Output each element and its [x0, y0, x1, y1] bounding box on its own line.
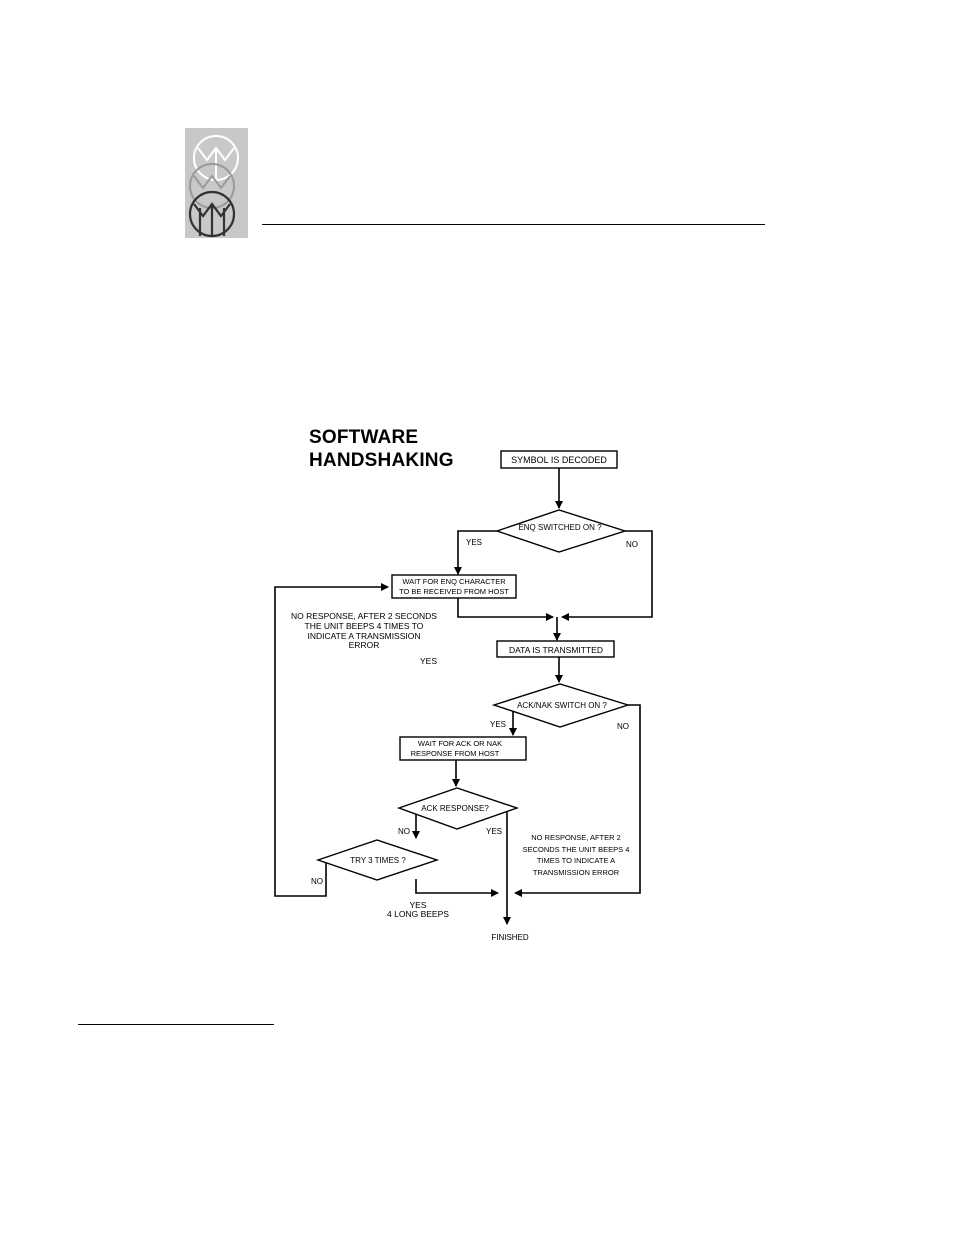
connectors [274, 468, 653, 925]
logo [185, 128, 248, 238]
label-response-yes: YES [486, 827, 502, 836]
label-try-yes: YES [409, 900, 426, 910]
node-ack-label: ACK/NAK SWITCH ON ? [517, 701, 607, 710]
arrow-enq-no [561, 530, 653, 621]
note-enq-line-1: NO RESPONSE, AFTER 2 SECONDS [291, 611, 437, 621]
node-enq-decision [494, 509, 628, 553]
label-enq-yes: YES [466, 538, 482, 547]
node-response-decision [396, 787, 520, 830]
arrow-enq-yes [454, 530, 497, 575]
node-wait-enq-line-2: TO BE RECEIVED FROM HOST [399, 587, 509, 596]
label-response-no: NO [398, 827, 410, 836]
node-try-label: TRY 3 TIMES ? [350, 856, 406, 865]
note-enq-line-4: ERROR [349, 640, 380, 650]
note-ack-line-2: SECONDS THE UNIT BEEPS 4 [523, 845, 630, 854]
arrow-try-no-loop [274, 583, 389, 897]
arrow-try-yes [415, 879, 499, 897]
label-ack-yes: YES [490, 720, 506, 729]
diagram-title-line-2: HANDSHAKING [309, 450, 454, 471]
node-wait-enq-line-1: WAIT FOR ENQ CHARACTER [402, 577, 506, 586]
node-wait-enq-box [391, 574, 517, 599]
node-wait-ack-line-1: WAIT FOR ACK OR NAK [418, 739, 502, 748]
node-wait-ack-box [399, 736, 527, 761]
label-enq-no: NO [626, 540, 638, 549]
footer-rule [78, 1024, 274, 1025]
logo-emblem [188, 135, 239, 238]
node-finished-label: FINISHED [491, 933, 529, 942]
arrow-ack-no [514, 704, 641, 897]
node-data-box [496, 640, 615, 658]
node-ack-decision [491, 683, 631, 728]
node-try-decision [315, 839, 440, 881]
node-data-label: DATA IS TRANSMITTED [509, 645, 603, 655]
diagram-title-line-1: SOFTWARE [309, 427, 419, 448]
note-enq-line-3: INDICATE A TRANSMISSION [307, 631, 420, 641]
label-try-no: NO [311, 877, 323, 886]
note-enq-line-2: THE UNIT BEEPS 4 TIMES TO [305, 621, 424, 631]
arrow-wait-to-merge [457, 598, 554, 621]
label-ack-no: NO [617, 722, 629, 731]
node-wait-ack-line-2: RESPONSE FROM HOST [411, 749, 500, 758]
node-start-box [500, 450, 618, 469]
label-try-beeps: 4 LONG BEEPS [387, 909, 449, 919]
diagram-title: SOFTWARE HANDSHAKING [309, 426, 454, 472]
node-enq-label: ENQ SWITCHED ON ? [518, 523, 602, 532]
label-left-yes: YES [420, 656, 437, 666]
note-ack-line-1: NO RESPONSE, AFTER 2 [531, 833, 621, 842]
header-rule [262, 224, 765, 225]
note-ack-line-4: TRANSMISSION ERROR [533, 868, 620, 877]
node-response-label: ACK RESPONSE? [421, 804, 489, 813]
node-start-label: SYMBOL IS DECODED [511, 455, 607, 465]
note-ack-line-3: TIMES TO INDICATE A [537, 856, 615, 865]
